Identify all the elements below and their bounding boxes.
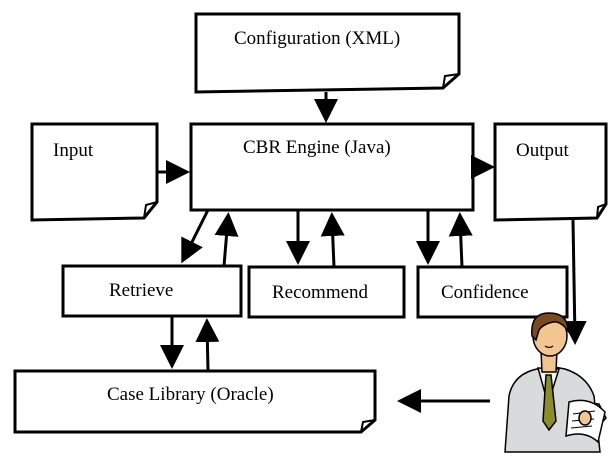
recommend-to-engine-arrow [320, 212, 345, 268]
case-library-box [13, 369, 377, 434]
retrieve-to-engine-arrow [214, 212, 239, 267]
confidence-label: Confidence [441, 282, 529, 303]
library-to-retrieve-arrow [195, 318, 220, 372]
confidence-box [416, 265, 569, 319]
connector-arrows [157, 92, 587, 413]
input-box [30, 122, 159, 222]
configuration-box [194, 12, 461, 94]
configuration-label: Configuration (XML) [234, 28, 401, 49]
retrieve-box [61, 264, 243, 318]
output-to-user-arrow [562, 219, 587, 345]
case-library-label: Case Library (Oracle) [107, 384, 274, 405]
engine-label: CBR Engine (Java) [243, 137, 391, 158]
output-label: Output [516, 140, 569, 161]
output-box [493, 122, 608, 222]
cbr-engine-box [189, 122, 475, 212]
recommend-label: Recommend [272, 282, 369, 303]
input-label: Input [53, 140, 94, 161]
engine-to-retrieve-arrow [181, 209, 210, 264]
confidence-to-engine-arrow [448, 212, 473, 268]
businessman-reading-report-icon [504, 312, 607, 453]
recommend-box [247, 265, 406, 319]
retrieve-label: Retrieve [109, 280, 174, 301]
